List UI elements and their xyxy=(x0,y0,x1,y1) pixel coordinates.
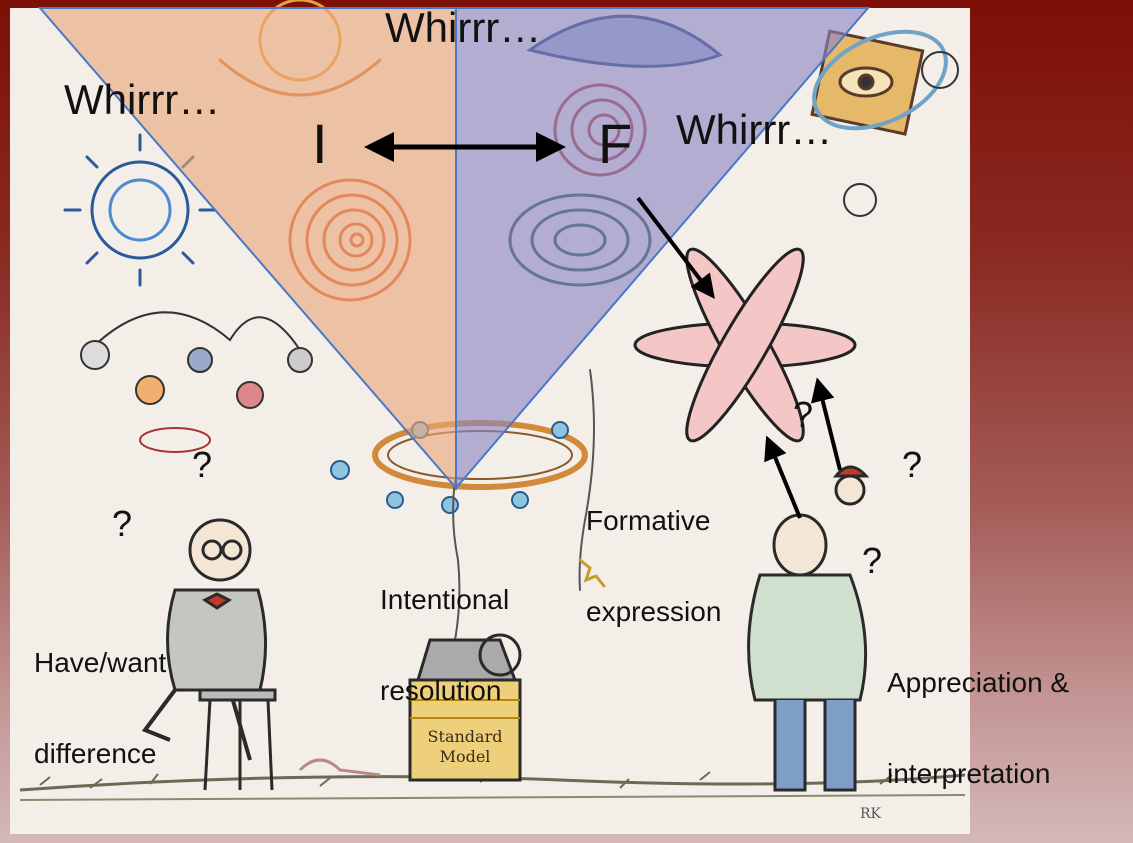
question-mark-2: ? xyxy=(112,505,132,544)
artist-signature: RK xyxy=(860,806,882,822)
appreciation-line1: Appreciation & xyxy=(887,668,1069,698)
intention-letter-i: I xyxy=(312,114,328,174)
machine-sign-line2: Model xyxy=(440,747,491,766)
intentional-resolution-label: Intentional resolution xyxy=(380,525,509,737)
formative-line2: expression xyxy=(586,597,721,627)
intentional-line1: Intentional xyxy=(380,585,509,615)
have-want-line1: Have/want xyxy=(34,648,166,678)
question-mark-4: ? xyxy=(902,446,922,485)
question-mark-1: ? xyxy=(192,446,212,485)
appreciation-line2: interpretation xyxy=(887,759,1069,789)
appreciation-interpretation-label: Appreciation & interpretation xyxy=(887,608,1069,820)
whirr-label-left: Whirrr… xyxy=(64,77,220,122)
intentional-line2: resolution xyxy=(380,676,509,706)
formative-line1: Formative xyxy=(586,506,721,536)
form-letter-f: F xyxy=(598,114,632,174)
whirr-label-right: Whirrr… xyxy=(676,107,832,152)
formative-expression-label: Formative expression xyxy=(586,446,721,658)
question-mark-5: ? xyxy=(862,542,882,581)
have-want-line2: difference xyxy=(34,739,166,769)
whirr-label-top: Whirrr… xyxy=(385,5,541,50)
question-mark-3: ? xyxy=(793,396,813,435)
have-want-difference-label: Have/want difference xyxy=(34,588,166,800)
